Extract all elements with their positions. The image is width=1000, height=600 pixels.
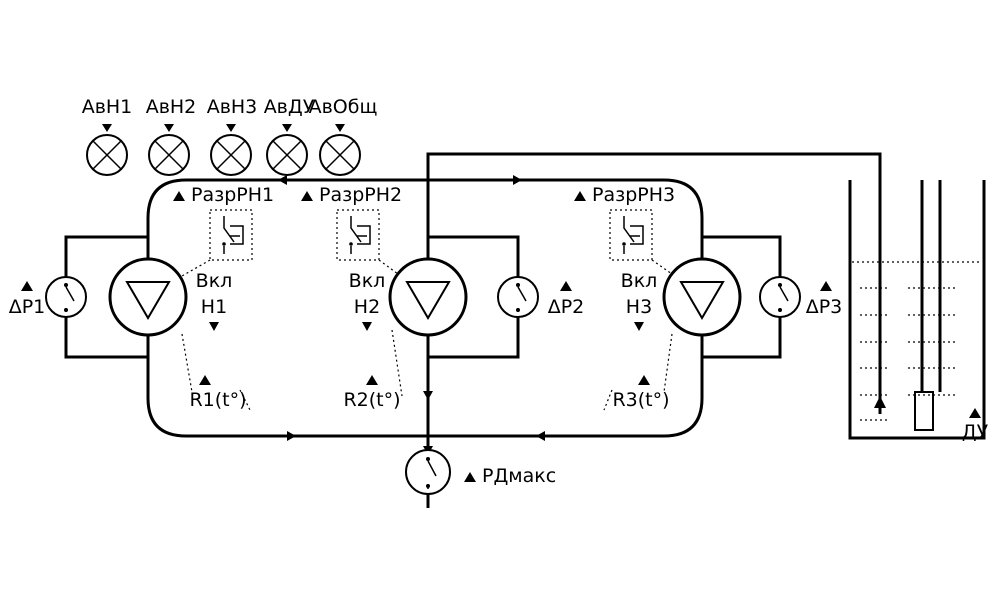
pressure-max-label: РДмакс xyxy=(482,465,556,487)
permit-switch-2[interactable] xyxy=(336,209,399,275)
pump-on-label-3: Вкл xyxy=(621,270,658,292)
pump-name-3: Н3 xyxy=(626,296,652,318)
flow-arrow-top-left xyxy=(278,175,287,185)
dp-switch-3[interactable] xyxy=(759,276,801,318)
level-float xyxy=(914,391,934,431)
lamp-label-avobsch: АвОбщ xyxy=(309,96,378,118)
pump-h2[interactable] xyxy=(388,257,468,337)
discharge-line xyxy=(423,152,886,508)
lamp-avobsch xyxy=(319,124,361,176)
lamp-avn2 xyxy=(148,124,190,176)
lamp-avn3 xyxy=(210,124,252,176)
pump-on-label-2: Вкл xyxy=(349,270,386,292)
temp-sensor-label-3: R3(t°) xyxy=(612,389,669,411)
flow-arrow-top-right xyxy=(513,175,522,185)
permit-label-1: РазрРН1 xyxy=(191,184,274,206)
tank xyxy=(848,180,986,440)
temp-sensor-label-1: R1(t°) xyxy=(189,389,246,411)
lamp-avn1 xyxy=(86,124,128,176)
dp-label-1: ΔP1 xyxy=(9,296,46,318)
flow-arrow-tank-up xyxy=(874,396,886,408)
dp-label-2: ΔP2 xyxy=(548,296,585,318)
lamp-label-avn1: АвН1 xyxy=(82,96,133,118)
lamp-label-avdu: АвДУ xyxy=(264,96,315,118)
pressure-max-switch[interactable] xyxy=(405,449,451,495)
labels: АвН1 АвН2 АвН3 АвДУ АвОбщ РазрРН1 РазрРН… xyxy=(9,96,989,487)
pump-h1[interactable] xyxy=(108,257,188,337)
main-pipe-loop xyxy=(146,175,704,441)
lamp-label-avn3: АвН3 xyxy=(207,96,258,118)
temp-sensor-links xyxy=(181,329,673,411)
dp-switch-1[interactable] xyxy=(45,276,87,318)
permit-switch-3[interactable] xyxy=(609,209,673,275)
lamp-label-avn2: АвН2 xyxy=(146,96,197,118)
pump-name-1: Н1 xyxy=(201,296,227,318)
dp-label-3: ΔP3 xyxy=(806,296,843,318)
signal-markers xyxy=(21,191,981,482)
flow-arrow-bottom-left xyxy=(287,431,296,441)
permit-switch-1[interactable] xyxy=(181,209,253,277)
lamp-avdu xyxy=(266,124,308,176)
pump-h3[interactable] xyxy=(662,257,742,337)
pump-name-2: Н2 xyxy=(354,296,380,318)
permit-label-3: РазрРН3 xyxy=(592,184,675,206)
dp-switch-2[interactable] xyxy=(497,276,539,318)
level-sensor-label: ДУ xyxy=(962,421,989,443)
flow-arrow-central xyxy=(423,391,433,400)
permit-label-2: РазрРН2 xyxy=(319,184,402,206)
pump-on-label-1: Вкл xyxy=(196,270,233,292)
flow-arrow-bottom-right xyxy=(536,431,545,441)
temp-sensor-label-2: R2(t°) xyxy=(343,389,400,411)
